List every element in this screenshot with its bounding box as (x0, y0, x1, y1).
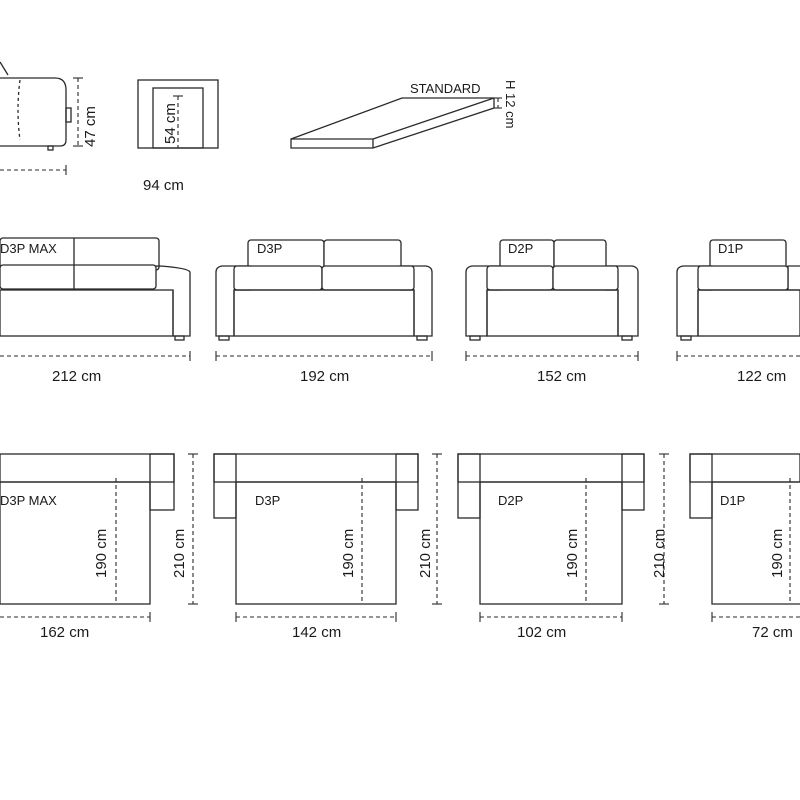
bed-width: 72 cm (752, 624, 793, 641)
sofa-width: 192 cm (300, 368, 349, 385)
bed-label: D1P (720, 493, 745, 508)
bed-total-length: 210 cm (651, 529, 668, 578)
sofa-label: D2P (508, 241, 533, 256)
bed-d3p-max: D3P MAX 190 cm 210 cm 162 cm (0, 453, 198, 641)
side-view: 47 cm (0, 61, 99, 175)
sofa-label: D1P (718, 241, 743, 256)
mattress-view: STANDARD H 12 cm (290, 80, 518, 149)
mattress-height-label: H 12 cm (503, 80, 518, 128)
bed-sleep-length: 190 cm (340, 529, 357, 578)
bed-d1p: D1P 190 cm 210 cm 72 cm (689, 453, 800, 641)
bed-sleep-length: 190 cm (769, 529, 786, 578)
sofa-label: D3P MAX (0, 241, 57, 256)
sofa-width: 122 cm (737, 368, 786, 385)
bed-width: 162 cm (40, 624, 89, 641)
sofa-d1p: D1P 122 cm (676, 239, 800, 385)
armrest-view: 54 cm 94 cm (137, 79, 219, 194)
sofa-label: D3P (257, 241, 282, 256)
bed-sleep-length: 190 cm (564, 529, 581, 578)
bed-d2p: D2P 190 cm 210 cm 102 cm (457, 453, 669, 641)
sofa-d3p-max: D3P MAX 212 cm (0, 237, 191, 385)
mattress-name: STANDARD (410, 81, 481, 96)
bed-d3p: D3P 190 cm 210 cm 142 cm (213, 453, 442, 641)
seat-height-label: 54 cm (162, 103, 179, 144)
bed-label: D3P (255, 493, 280, 508)
bed-label: D2P (498, 493, 523, 508)
bed-width: 142 cm (292, 624, 341, 641)
sofa-width: 152 cm (537, 368, 586, 385)
arm-width-label: 94 cm (143, 177, 184, 194)
bed-total-length: 210 cm (417, 529, 434, 578)
bed-sleep-length: 190 cm (93, 529, 110, 578)
bed-total-length: 210 cm (171, 529, 188, 578)
sofa-d3p: D3P 192 cm (215, 239, 433, 385)
sofa-d2p: D2P 152 cm (465, 239, 639, 385)
bed-width: 102 cm (517, 624, 566, 641)
bed-label: D3P MAX (0, 493, 57, 508)
side-height-label: 47 cm (82, 106, 99, 147)
sofa-width: 212 cm (52, 368, 101, 385)
